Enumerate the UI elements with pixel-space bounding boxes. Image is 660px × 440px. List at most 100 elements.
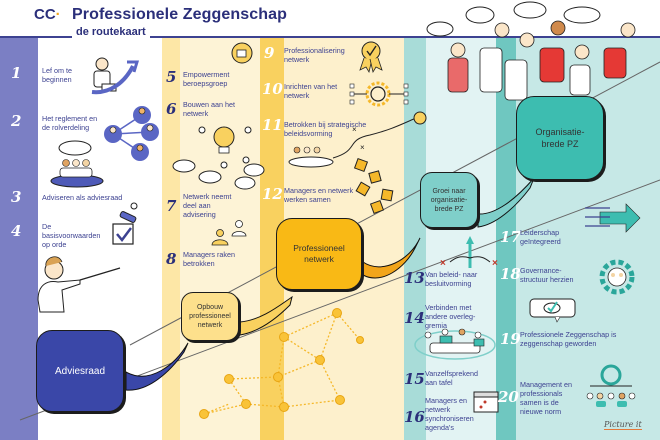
- network-node: [315, 355, 325, 365]
- column-4-background: [426, 36, 496, 440]
- stage-box-groei-organisatie: Groei naar organisatie-brede PZ: [420, 172, 478, 228]
- decision-arrows-icon: × ×: [440, 236, 498, 269]
- network-node: [224, 374, 234, 384]
- step-number: 1: [11, 64, 22, 82]
- stage-label: Organisatie-brede PZ: [535, 127, 585, 149]
- column-2-background: [180, 36, 260, 440]
- step-label: Empowerment beroepsgroep: [183, 70, 230, 88]
- step-label: Betrokken bij strategische beleidsvormin…: [284, 120, 367, 138]
- column-4-strip: [404, 36, 426, 440]
- network-node: [273, 372, 283, 382]
- logo: CC·: [34, 6, 61, 23]
- step-label: Adviseren als adviesraad: [42, 193, 123, 202]
- step-number: 17: [500, 228, 521, 246]
- step-number: 7: [166, 197, 177, 215]
- x-mark-icon: ×: [492, 258, 498, 269]
- step-label: Het reglement en de rolverdeling: [42, 114, 98, 132]
- step-number: 8: [166, 250, 177, 268]
- step-label: Managers en netwerk synchroniseren agend…: [425, 396, 474, 432]
- network-lines: [203, 312, 361, 415]
- step-number: 12: [262, 185, 283, 203]
- step-label: De basisvoorwaarden op orde: [42, 222, 101, 249]
- step-label: Verbinden met andere overleg-gremia: [425, 303, 476, 330]
- arrow-stage1-to-2: [125, 342, 189, 391]
- step-label: Managers en netwerk werken samen: [284, 186, 354, 204]
- brand-logo: Picture it: [604, 420, 642, 430]
- network-node: [199, 409, 209, 419]
- step-label: Inrichten van het netwerk: [284, 82, 338, 100]
- stage-box-organisatie-brede: Organisatie-brede PZ: [516, 96, 604, 180]
- stage-box-professioneel-netwerk: Professioneel netwerk: [276, 218, 362, 290]
- step-label: Managers raken betrokken: [183, 250, 235, 268]
- step-label: Governance-structuur herzien: [520, 266, 574, 284]
- x-mark-icon: ×: [440, 258, 446, 269]
- people-exchange-icon: [211, 220, 247, 246]
- network-node: [241, 399, 251, 409]
- x-mark-icon: ×: [360, 143, 365, 152]
- arrow-stage3-to-4: [362, 237, 421, 279]
- step-label: Professionele Zeggenschap is zeggenschap…: [520, 330, 617, 348]
- step-label: Lef om te beginnen: [42, 66, 72, 84]
- step-number: 9: [264, 44, 275, 62]
- arrows-converge-icon: [585, 203, 641, 233]
- column-2-strip: [162, 36, 180, 440]
- award-ribbon-icon: [359, 41, 383, 74]
- arrow-stage2-to-3: [239, 295, 293, 336]
- step-number: 2: [11, 112, 22, 130]
- stage-label: Groei naar organisatie-brede PZ: [430, 187, 468, 213]
- stage-box-adviesraad: Adviesraad: [36, 330, 124, 412]
- stage-box-opbouw-netwerk: Opbouw professioneel netwerk: [181, 292, 239, 341]
- page-title: Professionele Zeggenschap: [72, 6, 288, 23]
- step-label: Van beleid- naar besluitvorming: [425, 270, 478, 288]
- gear-group-icon: [599, 259, 635, 295]
- helm-organization-icon: [586, 364, 636, 407]
- speech-bubbles-icon: [172, 159, 265, 190]
- meeting-table-icon: [414, 328, 496, 360]
- step-number: 4: [11, 222, 22, 240]
- gear-nodes-icon: [349, 81, 409, 107]
- column-1-strip: [0, 36, 38, 440]
- header-divider: [0, 36, 660, 38]
- step-number: 13: [404, 269, 425, 287]
- step-label: Bouwen aan het netwerk: [183, 100, 235, 118]
- step-label: Professionalisering netwerk: [284, 46, 345, 64]
- x-mark-icon: ×: [352, 125, 357, 134]
- logo-dot: ·: [55, 6, 61, 23]
- page-subtitle: de routekaart: [72, 26, 150, 38]
- step-label: Vanzelfsprekend aan tafel: [425, 369, 479, 387]
- calendar-icon: [473, 391, 499, 413]
- step-label: Leiderschap geïntegreerd: [520, 228, 561, 246]
- person-clapperboard-icon: [91, 57, 140, 95]
- step-number: 6: [166, 100, 177, 118]
- step-number: 15: [404, 370, 425, 388]
- step-number: 5: [166, 68, 177, 86]
- puzzle-hands-icon: [353, 157, 394, 215]
- network-node: [356, 336, 364, 344]
- step-number: 18: [500, 265, 521, 283]
- step-number: 10: [262, 80, 283, 98]
- speech-bubble-icon: [465, 6, 495, 24]
- stage-label: Adviesraad: [54, 365, 106, 377]
- group-speech-icon: [50, 140, 104, 188]
- step-number: 20: [498, 388, 519, 406]
- step-number: 16: [404, 408, 425, 426]
- target-path-icon: × ×: [288, 111, 427, 168]
- speech-bubble-icon: [426, 21, 454, 37]
- logo-text: CC: [34, 6, 56, 23]
- check-speech-icon: [529, 298, 576, 323]
- network-people-icon: [104, 106, 159, 161]
- step-label: Management en professionals samen is de …: [520, 380, 572, 416]
- step-number: 14: [404, 309, 425, 327]
- speech-bubble-icon: [563, 6, 601, 24]
- network-node: [279, 402, 289, 412]
- network-nodes: [199, 308, 364, 419]
- arrow-stage4-to-5: [477, 177, 535, 228]
- stage-label: Professioneel netwerk: [293, 243, 345, 264]
- thumbs-up-icon: [231, 42, 253, 64]
- pointing-woman-icon: [37, 256, 121, 313]
- stamp-check-icon: [112, 202, 138, 245]
- step-number: 3: [11, 188, 22, 206]
- stage-label: Opbouw professioneel netwerk: [189, 304, 231, 329]
- step-number: 11: [262, 116, 283, 134]
